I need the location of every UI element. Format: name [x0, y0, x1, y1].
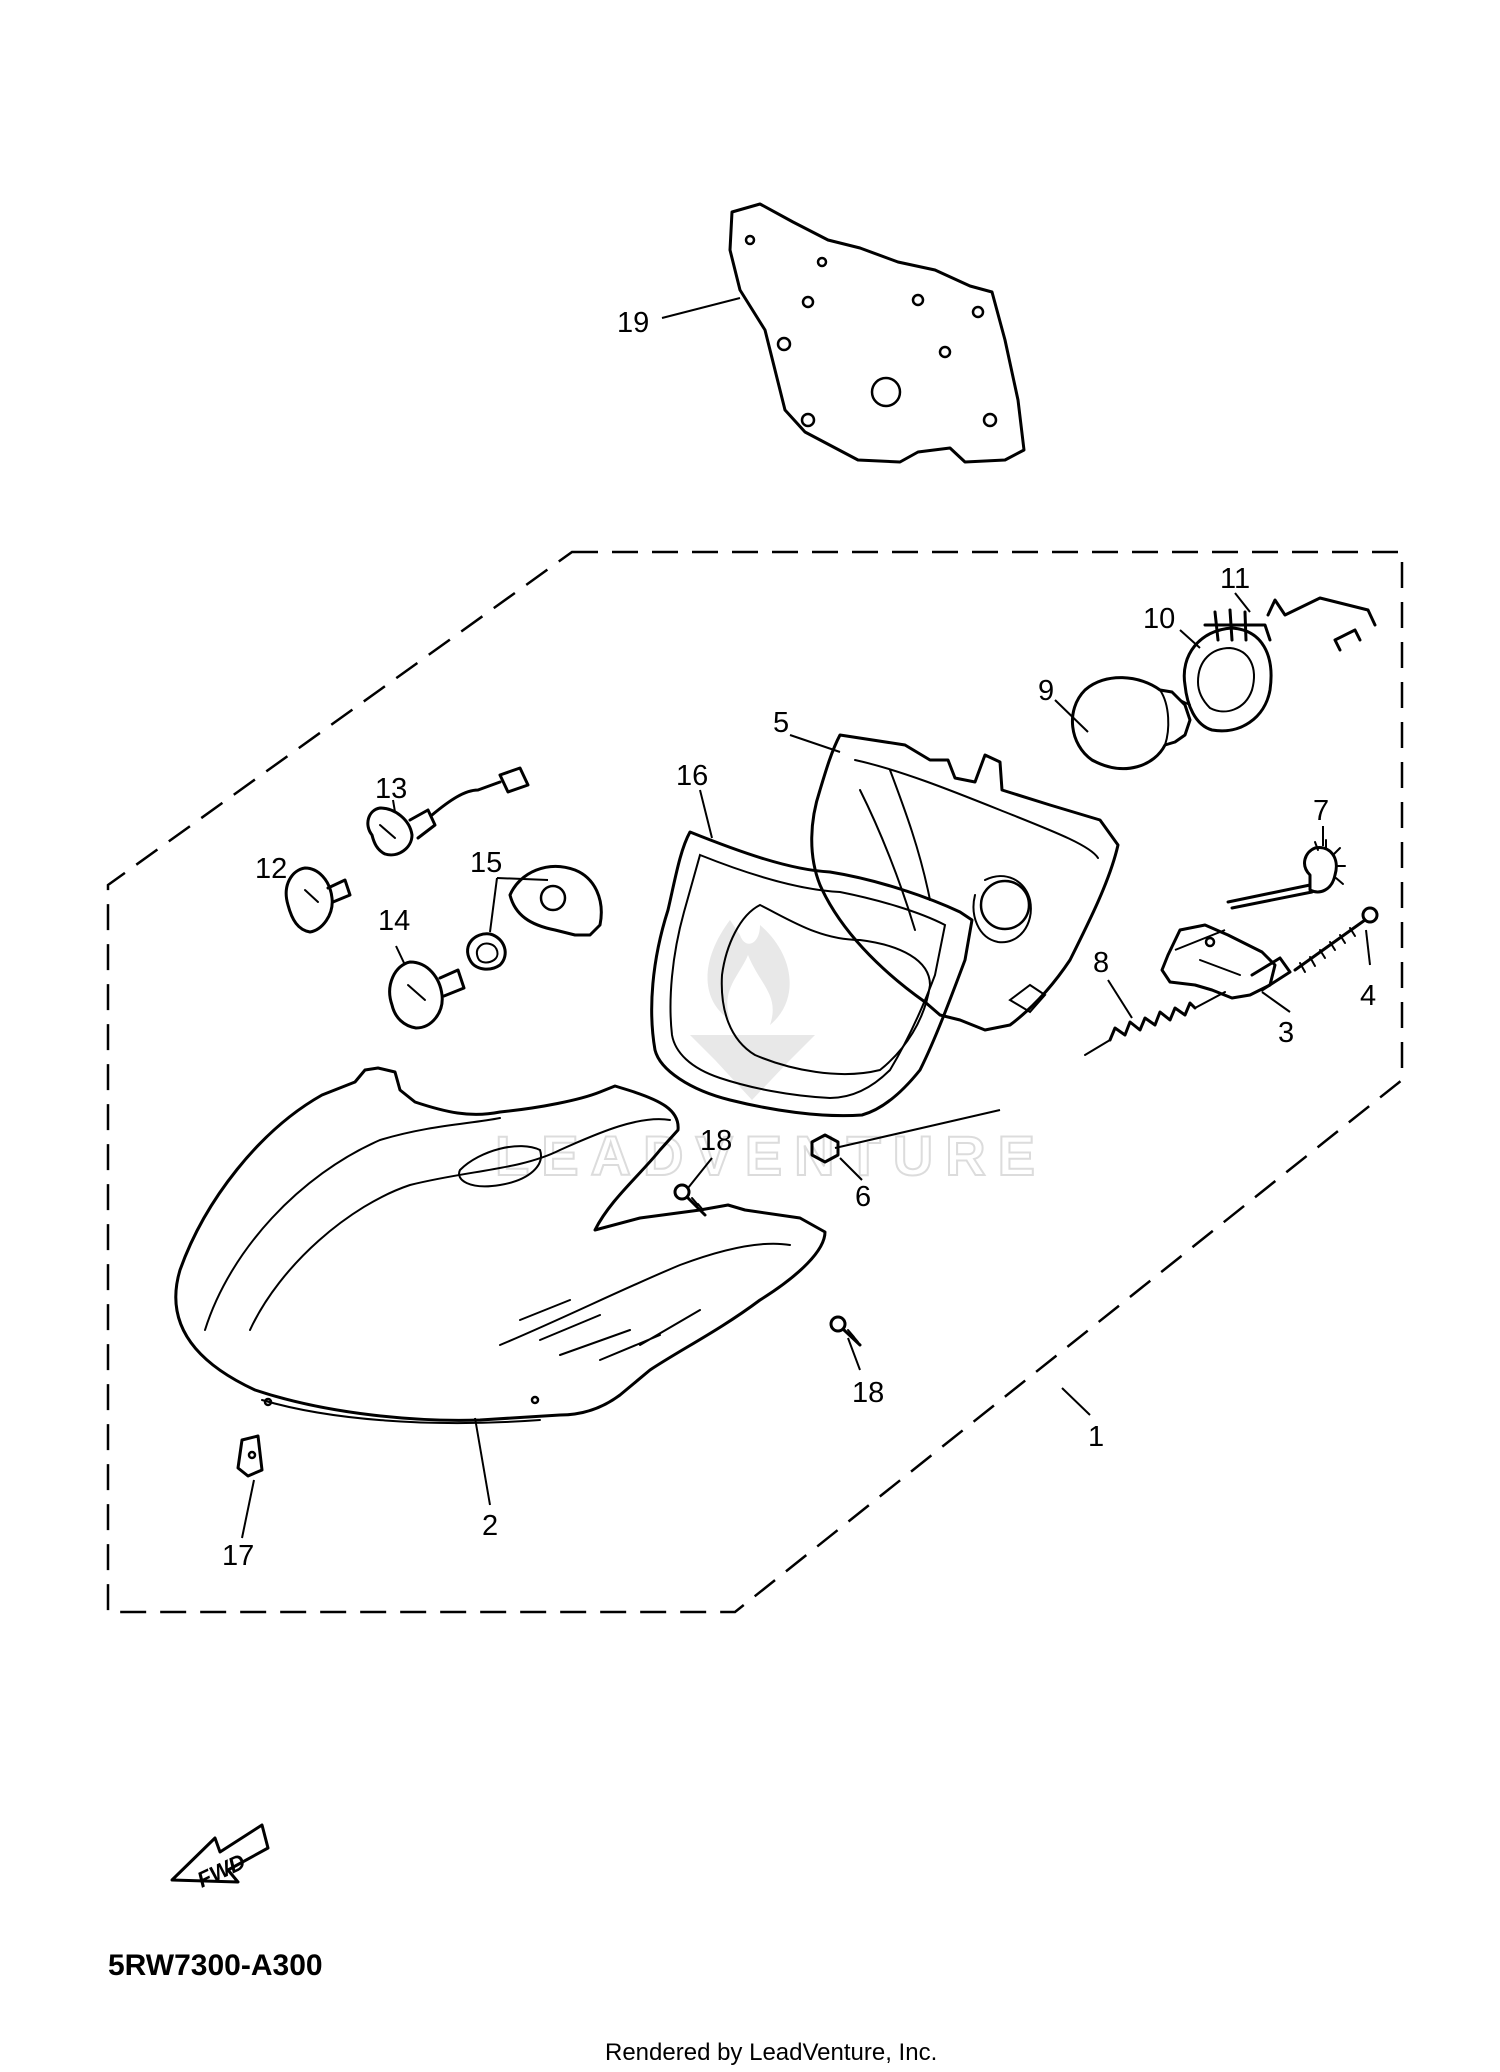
- fwd-label: FWD: [193, 1849, 249, 1893]
- bulb-socket: [1182, 608, 1273, 733]
- headlight-reflector: [810, 733, 1120, 1032]
- callout-19: 19: [617, 307, 649, 339]
- adjuster-bracket: [1160, 923, 1292, 1000]
- callout-16: 16: [676, 760, 708, 792]
- leader-lines: [241, 297, 1371, 1539]
- position-bulb: [284, 866, 352, 934]
- screw-part-18-lower: [829, 1315, 862, 1347]
- headlight-cowl: [174, 1066, 827, 1425]
- assembly-outline: [106, 550, 1404, 1614]
- callout-18-upper: 18: [700, 1125, 732, 1157]
- adjuster-gear: [1226, 839, 1346, 910]
- position-bulb-socket: [366, 766, 530, 857]
- callout-labels: 19 11 10 9 5 16 13 7 15 12 14 8 4 3 18 6…: [222, 307, 1376, 1572]
- callout-2: 2: [482, 1510, 498, 1542]
- callout-10: 10: [1143, 603, 1175, 635]
- callout-3: 3: [1278, 1017, 1294, 1049]
- callout-4: 4: [1360, 980, 1376, 1012]
- mounting-plate: [728, 202, 1026, 464]
- callout-7: 7: [1313, 795, 1329, 827]
- diagram-code: 5RW7300-A300: [108, 1949, 323, 1982]
- callout-13: 13: [375, 773, 407, 805]
- screw-part-18-upper: [673, 1183, 707, 1217]
- callout-18-lower: 18: [852, 1377, 884, 1409]
- wire-harness: [1266, 596, 1377, 652]
- turn-signal-bulb: [388, 960, 466, 1030]
- callout-6: 6: [855, 1181, 871, 1213]
- callout-8: 8: [1093, 947, 1109, 979]
- callout-14: 14: [378, 905, 410, 937]
- headlight-bulb: [1070, 676, 1192, 770]
- adjuster-spring: [1084, 991, 1226, 1056]
- callout-9: 9: [1038, 675, 1054, 707]
- callout-17: 17: [222, 1540, 254, 1572]
- callout-15: 15: [470, 847, 502, 879]
- callout-11: 11: [1220, 563, 1250, 595]
- callout-5: 5: [773, 707, 789, 739]
- screw-part-4: [1293, 906, 1379, 973]
- callout-1: 1: [1088, 1421, 1104, 1453]
- clip: [236, 1434, 264, 1478]
- render-credit: Rendered by LeadVenture, Inc.: [605, 2039, 937, 2066]
- turn-signal-socket: [466, 865, 603, 971]
- watermark-text: LEADVENTURE: [495, 1124, 1047, 1187]
- leadventure-logo-watermark: LEADVENTURE: [494, 920, 1047, 1188]
- callout-12: 12: [255, 853, 287, 885]
- fwd-arrow-icon: FWD: [170, 1823, 270, 1893]
- nut: [810, 1133, 840, 1164]
- headlight-rim: [650, 830, 974, 1118]
